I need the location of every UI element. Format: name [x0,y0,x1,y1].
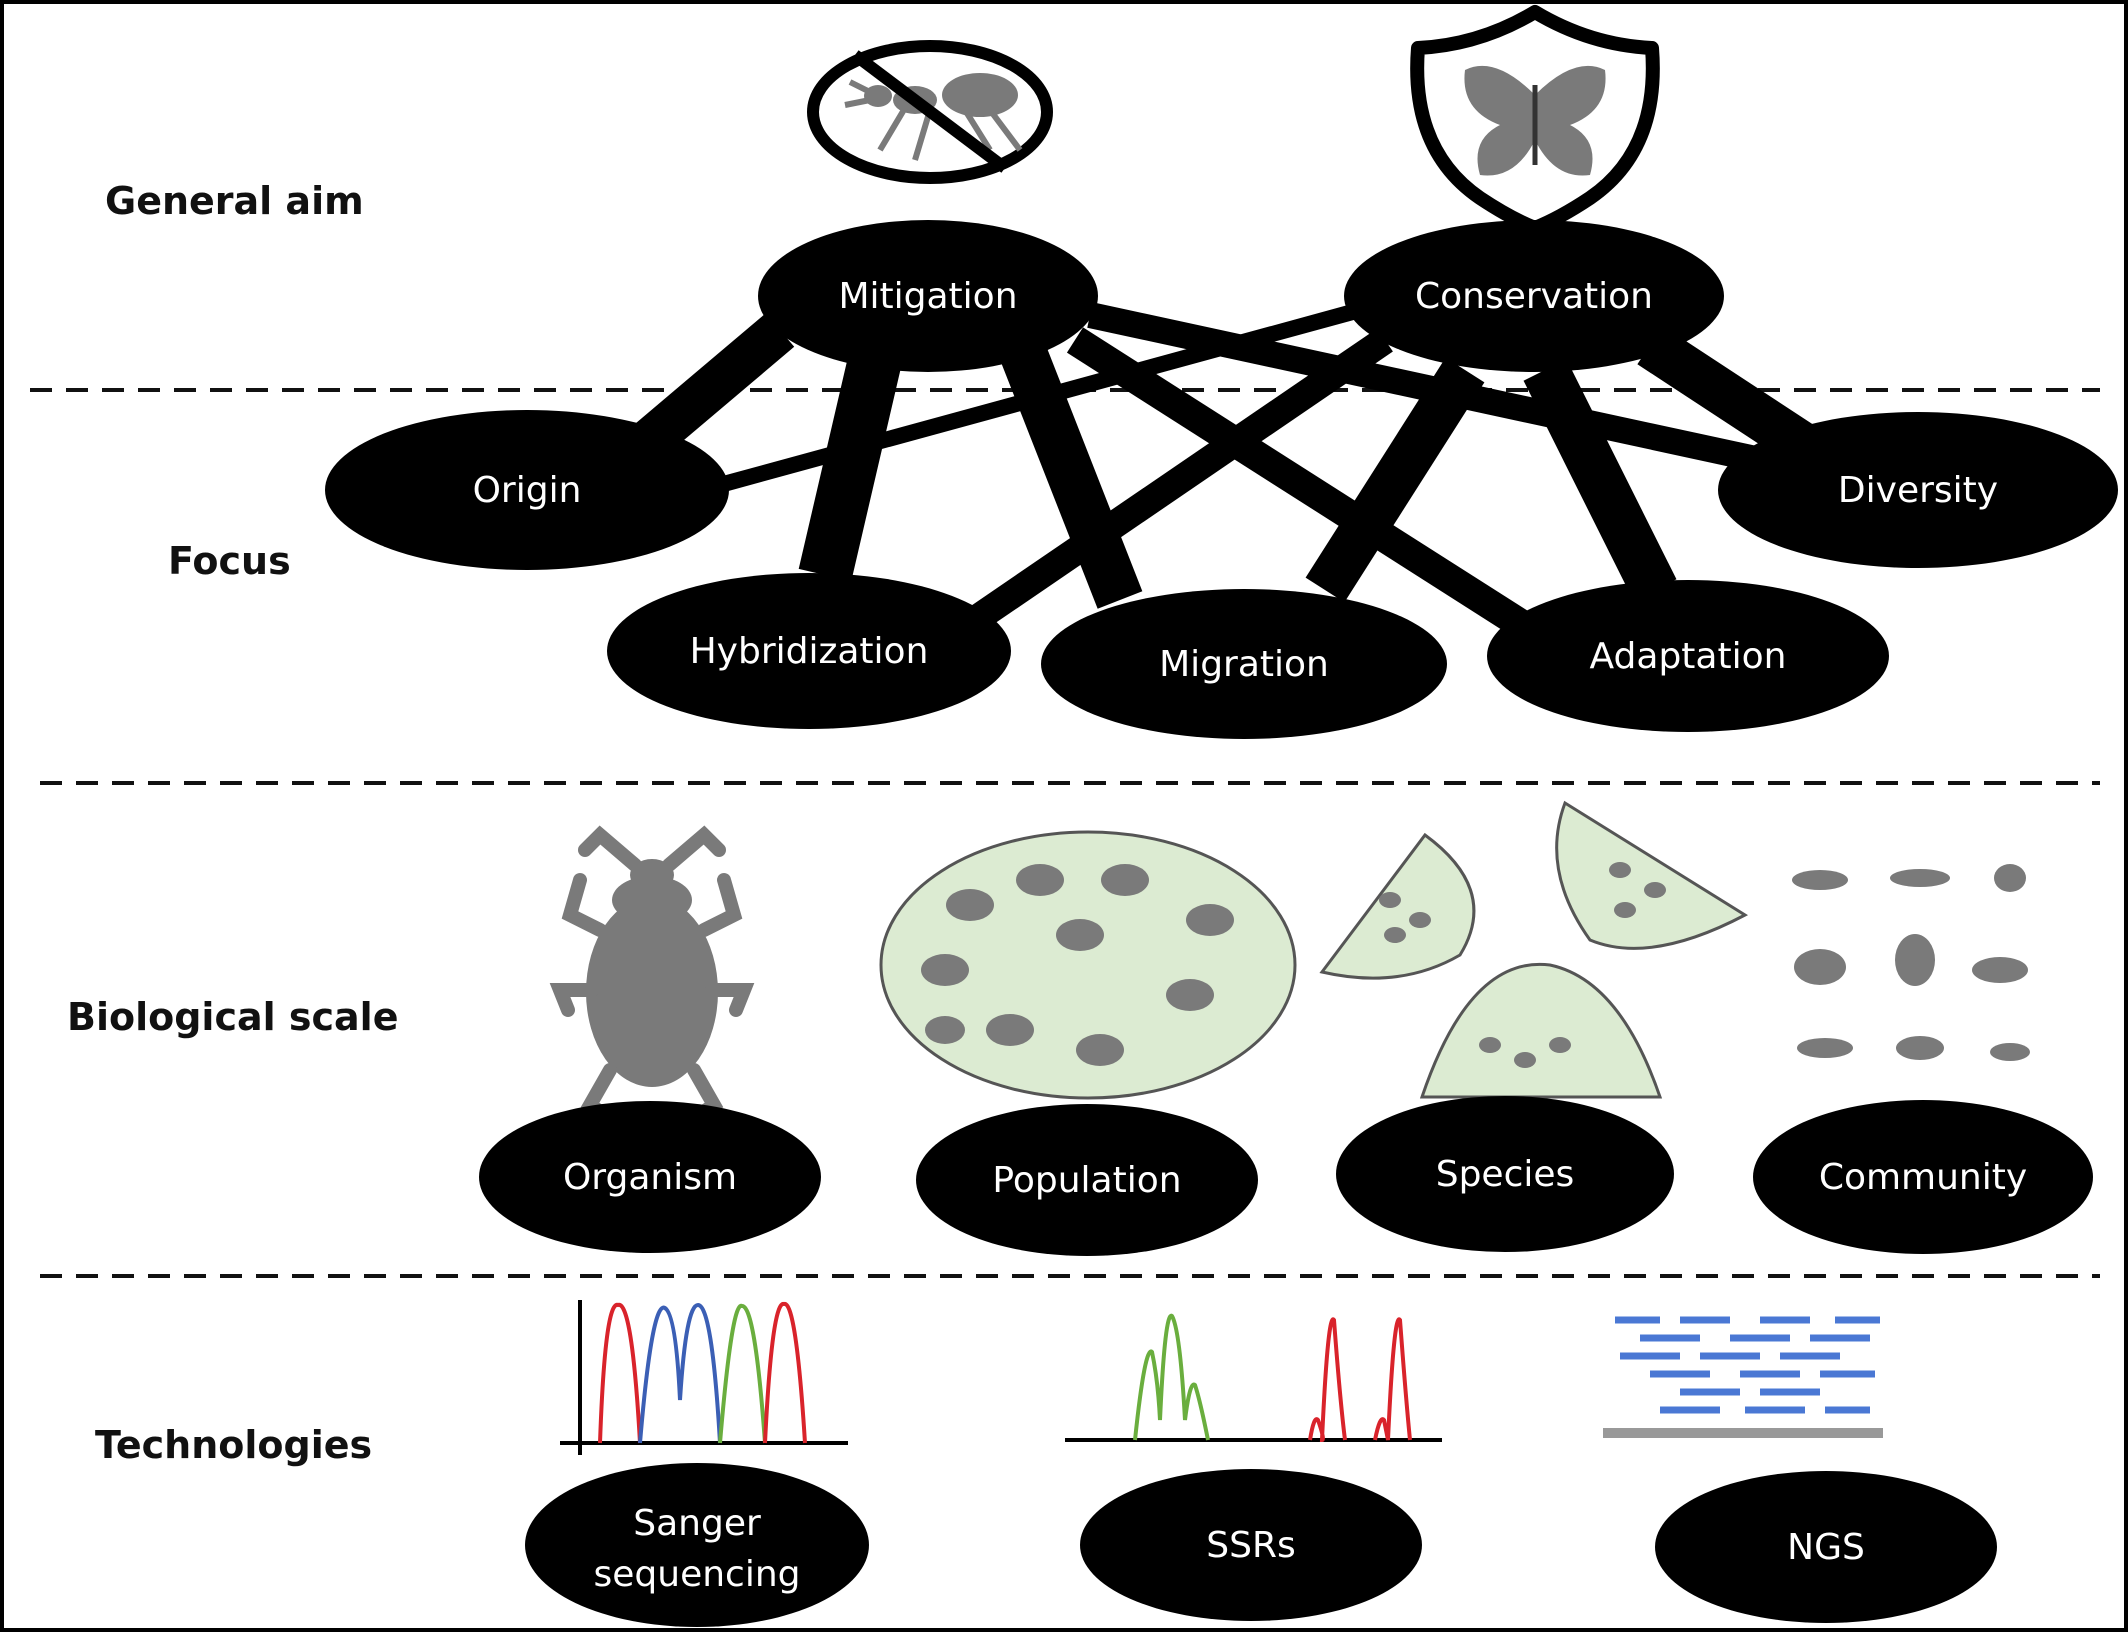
node-label-origin: Origin [473,470,582,511]
node-ssrs [1080,1469,1422,1621]
node-label-mitigation: Mitigation [838,276,1017,317]
ssr-peaks-icon [1065,1313,1442,1443]
link-mitigation-adaptation [1066,327,1539,643]
row-label-focus: Focus [168,539,291,583]
link-mitigation-origin [635,313,795,457]
node-hybridization [607,573,1011,729]
link-conservation-hybridization [967,328,1393,632]
link-conservation-migration [1305,357,1485,603]
node-label-population: Population [992,1160,1181,1201]
node-label-diversity: Diversity [1838,470,1998,511]
node-label-organism: Organism [563,1157,737,1198]
node-conservation [1344,220,1724,372]
node-sanger-sequencing [525,1463,869,1627]
node-mitigation [758,220,1098,372]
link-mitigation-diversity [1087,302,1763,473]
node-label-sanger-line1: Sanger [633,1503,761,1544]
node-label-migration: Migration [1159,644,1329,685]
row-label-biological-scale: Biological scale [67,995,398,1039]
node-label-conservation: Conservation [1415,276,1653,317]
node-species [1336,1096,1674,1252]
node-label-hybridization: Hybridization [690,631,929,672]
link-conservation-adaptation [1523,359,1677,601]
beetle-population-icon [879,830,1297,1100]
beetle-icon [549,825,755,1122]
node-origin [325,410,729,570]
node-adaptation [1487,580,1889,732]
node-community [1753,1100,2093,1254]
node-ngs [1655,1471,1997,1623]
link-conservation-origin [717,302,1363,493]
species-patches-icon [1319,800,1749,1099]
row-label-technologies: Technologies [95,1423,372,1467]
node-label-ngs: NGS [1787,1527,1865,1568]
node-label-adaptation: Adaptation [1590,636,1787,677]
connections [635,302,1823,643]
node-label-ssrs: SSRs [1206,1525,1295,1566]
node-label-community: Community [1819,1157,2027,1198]
node-label-sanger-line2: sequencing [594,1554,801,1595]
node-diversity [1718,412,2118,568]
ngs-reads-icon [1603,1316,1883,1438]
row-label-general-aim: General aim [105,179,364,223]
link-mitigation-hybridization [798,353,902,582]
node-organism [479,1101,821,1253]
insect-community-icon [1792,864,2030,1061]
node-population [916,1104,1258,1256]
link-mitigation-migration [997,336,1143,609]
node-label-species: Species [1436,1154,1575,1195]
chromatogram-icon [560,1300,848,1455]
node-migration [1041,589,1447,739]
no-insect-icon [807,40,1053,184]
